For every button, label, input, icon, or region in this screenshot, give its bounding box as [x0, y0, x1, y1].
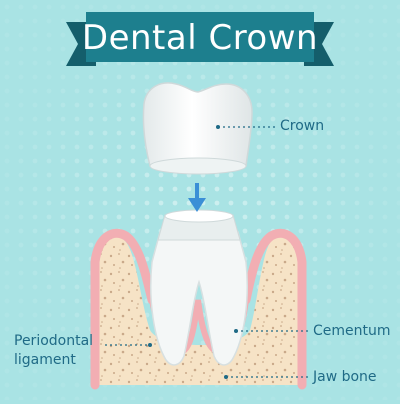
prepared-tooth — [150, 209, 248, 366]
jaw-bone-label: Jaw bone — [313, 369, 377, 385]
cementum-label: Cementum — [313, 323, 391, 339]
crown-cap — [142, 82, 253, 175]
title-banner — [66, 12, 334, 66]
leader-lines — [105, 125, 309, 379]
crown-label: Crown — [280, 118, 325, 134]
page-title: Dental Crown — [81, 18, 319, 58]
jaw-bone — [95, 237, 302, 385]
banner-body — [86, 12, 314, 62]
periodontal-ligament-label: Periodontal ligament — [14, 333, 94, 368]
down-arrow-icon — [188, 183, 206, 212]
